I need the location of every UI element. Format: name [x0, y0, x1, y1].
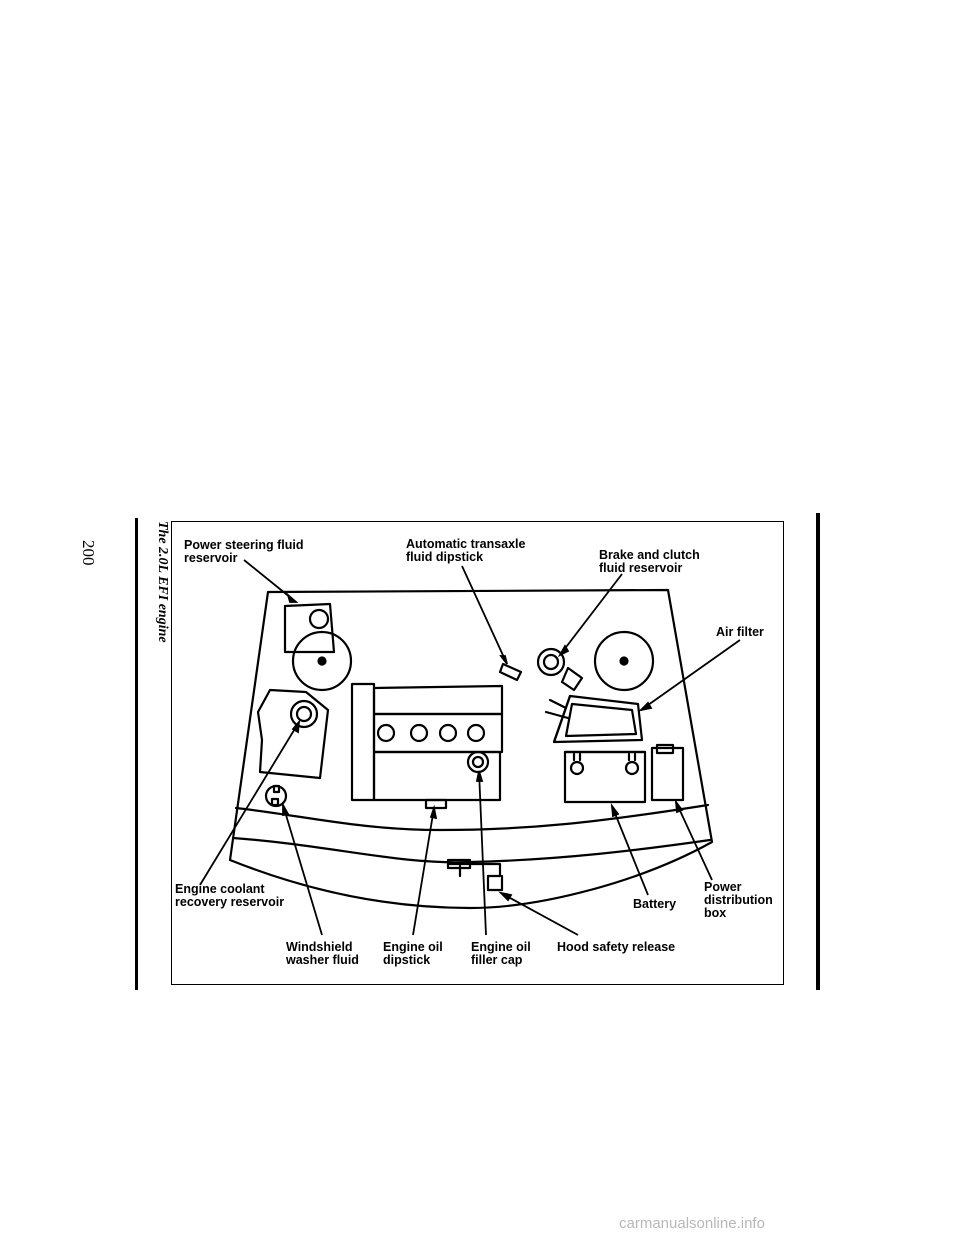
oil-filler-cap-inner [471, 755, 485, 769]
battery-body [563, 750, 647, 804]
hood-release-leader [500, 892, 579, 936]
label-line: Brake and clutch [599, 548, 700, 562]
label-line: filler cap [471, 953, 523, 967]
coolant-leader [199, 721, 300, 886]
washer-reservoir-cap [264, 784, 288, 808]
label-air-filter: Air filter [716, 626, 764, 639]
oil-filler-cap-outer [466, 750, 490, 774]
brake-reservoir-inner [542, 653, 560, 671]
label-battery: Battery [633, 898, 676, 911]
watermark-text: carmanualsonline.info [619, 1215, 765, 1232]
transaxle-leader [461, 565, 508, 665]
right-margin-rule [816, 513, 820, 990]
front-bumper-upper-line [234, 803, 710, 832]
label-line: Hood safety release [557, 940, 676, 954]
coolant-cap-inner [295, 705, 313, 723]
label-power-steering-fluid-reservoir: Power steering fluid reservoir [184, 539, 303, 565]
label-line: Windshield [286, 940, 353, 954]
label-automatic-transaxle-fluid-dipstick: Automatic transaxle fluid dipstick [406, 538, 525, 564]
coolant-cap-outer [289, 699, 319, 729]
battery-terminal-left [569, 760, 585, 776]
engine-block-lower [372, 750, 502, 802]
label-line: box [704, 906, 727, 920]
power-steering-cap [308, 608, 330, 630]
power-steering-bracket [283, 602, 336, 654]
brake-reservoir-outer [536, 647, 566, 677]
coolant-reservoir [256, 688, 330, 780]
air-filter-leader [640, 639, 741, 711]
label-line: recovery reservoir [175, 895, 285, 909]
engine-block-middle [372, 712, 504, 754]
label-line: Power [704, 880, 742, 894]
label-line: fluid reservoir [599, 561, 683, 575]
label-line: reservoir [184, 551, 238, 565]
label-line: washer fluid [286, 953, 359, 967]
left-margin-rule [135, 518, 138, 990]
battery-terminal-right [624, 760, 640, 776]
oil-dipstick-leader [412, 807, 435, 936]
cylinder-3 [438, 723, 458, 743]
label-line: Engine oil [383, 940, 443, 954]
label-line: dipstick [383, 953, 431, 967]
label-line: Automatic transaxle [406, 537, 526, 551]
label-line: Engine oil [471, 940, 531, 954]
oil-dipstick-handle [424, 798, 448, 810]
label-brake-and-clutch-fluid-reservoir: Brake and clutch fluid reservoir [599, 549, 700, 575]
oil-filler-leader [478, 770, 487, 936]
label-line: distribution [704, 893, 773, 907]
label-engine-oil-dipstick: Engine oil dipstick [383, 941, 443, 967]
label-windshield-washer-fluid: Windshield washer fluid [286, 941, 359, 967]
power-steering-pulley [291, 630, 353, 692]
front-bumper-lower-line [231, 836, 712, 864]
brake-clutch-leader [559, 573, 623, 656]
label-line: Engine coolant [175, 882, 265, 896]
engine-block-upper [372, 684, 504, 716]
battery-leader [611, 805, 649, 896]
engine-diagram-frame [171, 521, 784, 985]
label-line: Battery [633, 897, 677, 911]
air-cleaner-pulley [593, 630, 655, 692]
label-line: fluid dipstick [406, 550, 484, 564]
power-distribution-box-body [650, 746, 685, 802]
label-engine-oil-filler-cap: Engine oil filler cap [471, 941, 531, 967]
label-hood-safety-release: Hood safety release [557, 941, 675, 954]
label-line: Power steering fluid [184, 538, 304, 552]
label-power-distribution-box: Power distribution box [704, 881, 773, 920]
cylinder-2 [409, 723, 429, 743]
brake-reservoir-bracket [560, 666, 584, 692]
cylinder-1 [376, 723, 396, 743]
transaxle-dipstick [498, 662, 523, 682]
engine-valve-cover [350, 682, 376, 802]
label-line: Air filter [716, 625, 764, 639]
washer-leader [282, 804, 323, 936]
engine-compartment-outline [228, 588, 714, 910]
label-engine-coolant-recovery-reservoir: Engine coolant recovery reservoir [175, 883, 284, 909]
power-distribution-leader [675, 801, 713, 881]
cylinder-4 [466, 723, 486, 743]
